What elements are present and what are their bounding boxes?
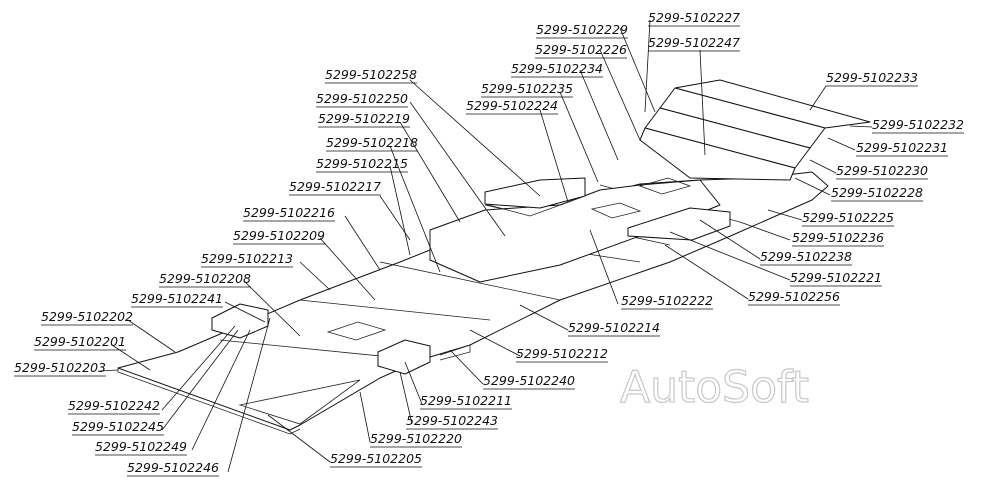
front-rail: [117, 351, 179, 369]
rear-step-3: [639, 127, 796, 181]
label-5102220: 5299-5102220: [370, 431, 462, 446]
label-5102243: 5299-5102243: [406, 413, 498, 428]
label-5102234: 5299-5102234: [511, 61, 603, 76]
label-5102205: 5299-5102205: [330, 451, 422, 466]
label-5102236: 5299-5102236: [792, 230, 884, 245]
center-tunnel-side: [429, 230, 481, 283]
floor-assembly-drawing: [117, 79, 871, 435]
box-left-front-edge: [484, 195, 586, 217]
label-5102232: 5299-5102232: [872, 117, 964, 132]
label-5102211: 5299-5102211: [420, 393, 512, 408]
label-5102238: 5299-5102238: [760, 249, 852, 264]
label-underlines: [14, 25, 965, 477]
floor-opening-mid: [590, 202, 642, 219]
label-5102215: 5299-5102215: [316, 156, 408, 171]
side-rail: [439, 344, 471, 361]
label-5102233: 5299-5102233: [826, 70, 918, 85]
label-5102203: 5299-5102203: [14, 360, 106, 375]
floor-seam-2: [299, 299, 491, 321]
label-5102240: 5299-5102240: [483, 373, 575, 388]
label-5102256: 5299-5102256: [748, 289, 840, 304]
label-5102230: 5299-5102230: [836, 163, 928, 178]
label-5102235: 5299-5102235: [481, 81, 573, 96]
front-pod-right: [377, 339, 431, 375]
watermark: AutoSoft: [620, 362, 809, 413]
label-5102250: 5299-5102250: [316, 91, 408, 106]
label-5102224: 5299-5102224: [466, 98, 558, 113]
label-5102222: 5299-5102222: [621, 293, 713, 308]
label-5102202: 5299-5102202: [41, 309, 133, 324]
label-5102201: 5299-5102201: [34, 334, 126, 349]
leader-lines: [99, 19, 873, 473]
label-5102258: 5299-5102258: [325, 67, 417, 82]
label-5102221: 5299-5102221: [790, 270, 882, 285]
label-5102212: 5299-5102212: [516, 346, 608, 361]
front-well: [238, 379, 361, 425]
label-5102249: 5299-5102249: [95, 439, 187, 454]
label-5102228: 5299-5102228: [831, 185, 923, 200]
label-5102209: 5299-5102209: [233, 228, 325, 243]
label-5102216: 5299-5102216: [243, 205, 335, 220]
label-5102219: 5299-5102219: [318, 111, 410, 126]
label-5102226: 5299-5102226: [535, 42, 627, 57]
label-5102242: 5299-5102242: [68, 398, 160, 413]
label-5102231: 5299-5102231: [856, 140, 948, 155]
part-labels: 5299-5102229 5299-5102227 5299-5102226 5…: [14, 10, 964, 475]
label-5102208: 5299-5102208: [159, 271, 251, 286]
box-right: [627, 207, 731, 241]
label-5102241: 5299-5102241: [131, 291, 223, 306]
label-5102217: 5299-5102217: [289, 179, 381, 194]
label-5102227: 5299-5102227: [648, 10, 740, 25]
label-5102225: 5299-5102225: [802, 210, 894, 225]
label-5102229: 5299-5102229: [536, 22, 628, 37]
label-5102245: 5299-5102245: [72, 419, 164, 434]
label-5102213: 5299-5102213: [201, 251, 293, 266]
floor-opening-front: [326, 321, 387, 341]
floor-seam-3: [379, 261, 561, 301]
label-5102246: 5299-5102246: [127, 460, 219, 475]
label-5102247: 5299-5102247: [648, 35, 740, 50]
label-5102218: 5299-5102218: [326, 135, 418, 150]
floor-opening-rear: [638, 177, 692, 195]
label-5102214: 5299-5102214: [568, 320, 660, 335]
